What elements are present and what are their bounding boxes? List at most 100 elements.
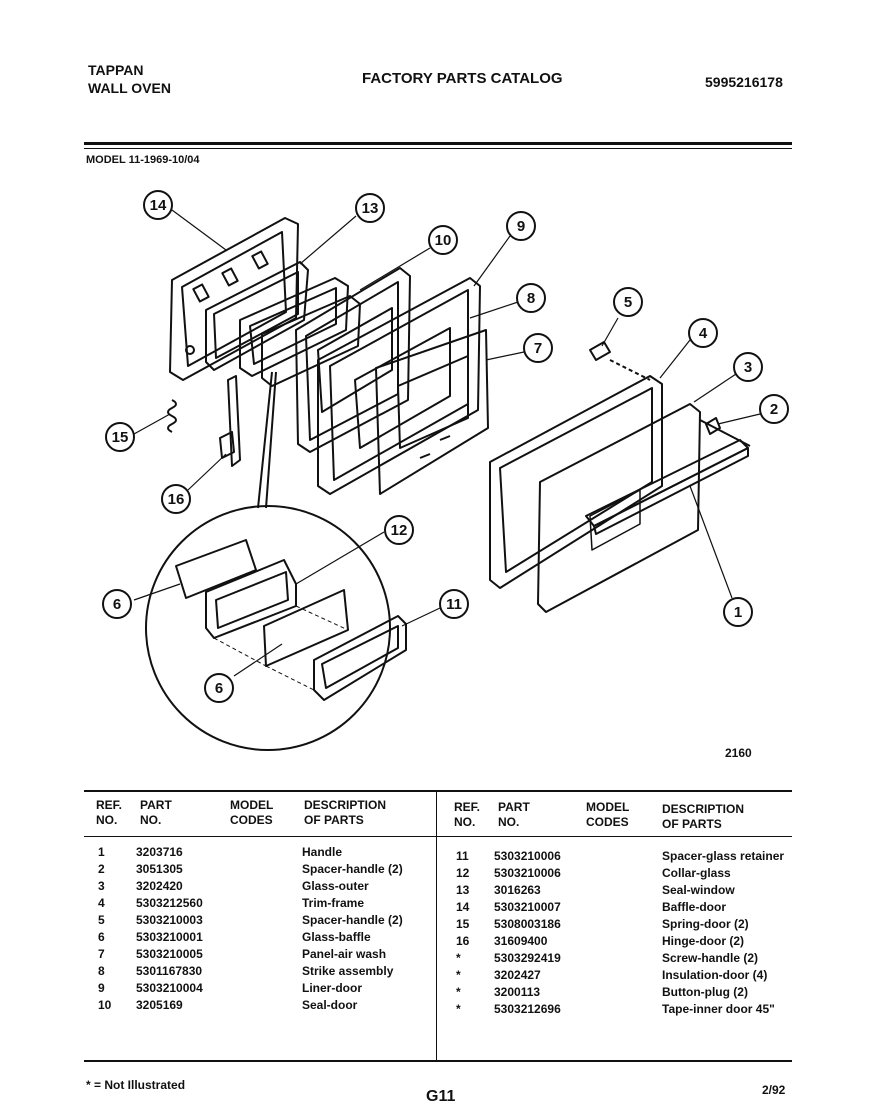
ref-cell: 14 — [456, 900, 470, 914]
part-cell: 5303212696 — [494, 1002, 561, 1016]
ref-cell: 15 — [456, 917, 470, 931]
callout-10: 10 — [428, 225, 458, 255]
table-row: 9 5303210004 Liner-door — [98, 980, 432, 997]
svg-text:7: 7 — [534, 340, 542, 357]
desc-cell: Spacer-glass retainer — [662, 849, 785, 863]
svg-text:9: 9 — [517, 218, 525, 235]
ref-cell: 10 — [98, 998, 112, 1012]
part-cell: 5303210003 — [136, 913, 203, 927]
desc-cell: Spacer-handle (2) — [302, 913, 403, 927]
svg-text:10: 10 — [435, 232, 452, 249]
desc-cell: Button-plug (2) — [662, 985, 748, 999]
part-cell: 5303210006 — [494, 849, 561, 863]
spring-door-shape — [167, 399, 177, 433]
svg-text:15: 15 — [112, 429, 129, 446]
glass-baffle-lower-shape — [263, 589, 349, 667]
brand-line-1: TAPPAN — [88, 62, 144, 78]
callout-12: 12 — [384, 515, 414, 545]
revision-date: 2/92 — [762, 1083, 786, 1097]
table-top-rule — [84, 790, 792, 792]
part-cell: 5303210004 — [136, 981, 203, 995]
table-row: 8 5301167830 Strike assembly — [98, 963, 432, 980]
desc-cell: Handle — [302, 845, 343, 859]
part-cell: 3051305 — [136, 862, 183, 876]
page-number: G11 — [426, 1088, 456, 1105]
col-ref-header-right: REF.NO. — [454, 800, 481, 829]
ref-cell: 6 — [98, 930, 105, 944]
ref-cell: 8 — [98, 964, 105, 978]
ref-cell: * — [456, 985, 461, 999]
desc-cell: Collar-glass — [662, 866, 731, 880]
ref-cell: 4 — [98, 896, 105, 910]
exploded-parts-diagram: 14 13 10 9 8 7 5 4 3 2 1 15 16 12 6 11 6… — [102, 190, 789, 760]
brand-line-2: WALL OVEN — [88, 80, 171, 96]
ref-cell: 1 — [98, 845, 105, 859]
part-cell: 5303210005 — [136, 947, 203, 961]
svg-text:12: 12 — [391, 522, 408, 539]
header-rule-thin — [84, 148, 792, 149]
callout-16: 16 — [161, 484, 191, 514]
desc-cell: Strike assembly — [302, 964, 394, 978]
svg-text:4: 4 — [699, 325, 708, 342]
part-cell: 5303292419 — [494, 951, 561, 965]
part-cell: 5301167830 — [136, 964, 203, 978]
callout-8: 8 — [516, 283, 546, 313]
ref-cell: 12 — [456, 866, 470, 880]
svg-text:16: 16 — [168, 491, 185, 508]
desc-cell: Glass-baffle — [302, 930, 371, 944]
handle-shape — [585, 419, 751, 535]
table-row: 14 5303210007 Baffle-door — [456, 899, 792, 916]
callout-1: 1 — [723, 597, 753, 627]
desc-cell: Spacer-handle (2) — [302, 862, 403, 876]
svg-text:6: 6 — [215, 680, 223, 697]
callout-6-upper: 6 — [102, 589, 132, 619]
desc-cell: Baffle-door — [662, 900, 726, 914]
spacer-shape — [589, 341, 611, 361]
callout-15: 15 — [105, 422, 135, 452]
svg-text:6: 6 — [113, 596, 121, 613]
desc-cell: Trim-frame — [302, 896, 365, 910]
ref-cell: 9 — [98, 981, 105, 995]
desc-cell: Spring-door (2) — [662, 917, 749, 931]
part-cell: 3202427 — [494, 968, 541, 982]
table-divider — [436, 792, 437, 1060]
desc-cell: Seal-window — [662, 883, 735, 897]
ref-cell: 2 — [98, 862, 105, 876]
desc-cell: Screw-handle (2) — [662, 951, 759, 965]
glass-baffle-upper-shape — [175, 539, 257, 599]
part-cell: 3016263 — [494, 883, 541, 897]
figure-number: 2160 — [725, 746, 752, 760]
callout-6-lower: 6 — [204, 673, 234, 703]
ref-cell: * — [456, 1002, 461, 1016]
desc-cell: Glass-outer — [302, 879, 369, 893]
desc-cell: Tape-inner door 45" — [662, 1002, 775, 1016]
part-cell: 31609400 — [494, 934, 548, 948]
panel-air-wash-shape — [375, 329, 489, 495]
svg-text:1: 1 — [734, 604, 742, 621]
baffle-door-shape — [169, 217, 299, 381]
part-cell: 5303210007 — [494, 900, 561, 914]
col-ref-header-left: REF.NO. — [96, 798, 123, 827]
svg-text:11: 11 — [446, 596, 462, 613]
desc-cell: Liner-door — [302, 981, 362, 995]
part-cell: 3203716 — [136, 845, 183, 859]
catalog-title: FACTORY PARTS CATALOG — [362, 70, 563, 87]
part-cell: 3202420 — [136, 879, 183, 893]
svg-text:14: 14 — [150, 197, 167, 214]
